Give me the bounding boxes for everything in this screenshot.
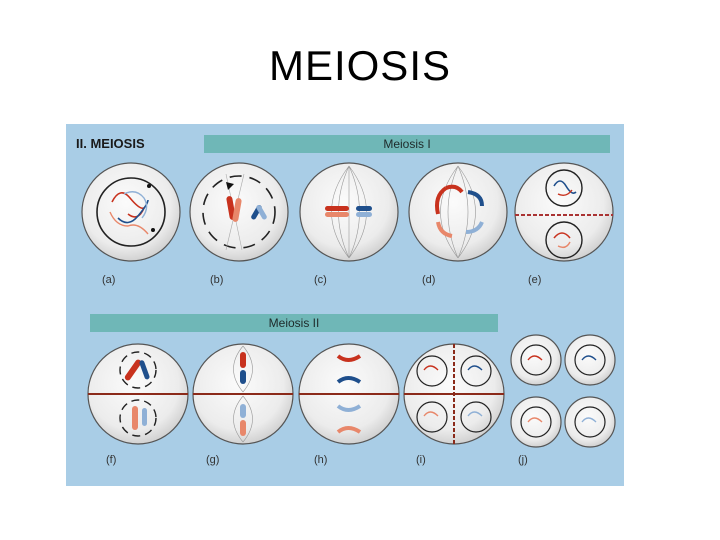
- panel-label-g: (g): [206, 454, 219, 466]
- meiosis-figure: II. MEIOSIS Meiosis I Meiosis II: [66, 124, 624, 486]
- cell-f: [88, 344, 188, 444]
- panel-label-c: (c): [314, 274, 327, 286]
- panel-label-d: (d): [422, 274, 435, 286]
- cell-d: [409, 163, 507, 261]
- cell-e: [515, 163, 613, 261]
- slide-title: MEIOSIS: [0, 42, 720, 90]
- cell-j: [511, 335, 615, 447]
- panel-label-b: (b): [210, 274, 223, 286]
- cell-i: [404, 344, 504, 444]
- cell-g: [193, 344, 293, 444]
- panel-label-e: (e): [528, 274, 541, 286]
- meiosis-illustration: [66, 124, 624, 486]
- panel-label-h: (h): [314, 454, 327, 466]
- cell-b: [190, 163, 288, 261]
- cell-h: [299, 344, 399, 444]
- cell-c: [300, 163, 398, 261]
- cell-a: [82, 163, 180, 261]
- panel-label-j: (j): [518, 454, 528, 466]
- panel-label-f: (f): [106, 454, 116, 466]
- panel-label-i: (i): [416, 454, 426, 466]
- panel-label-a: (a): [102, 274, 115, 286]
